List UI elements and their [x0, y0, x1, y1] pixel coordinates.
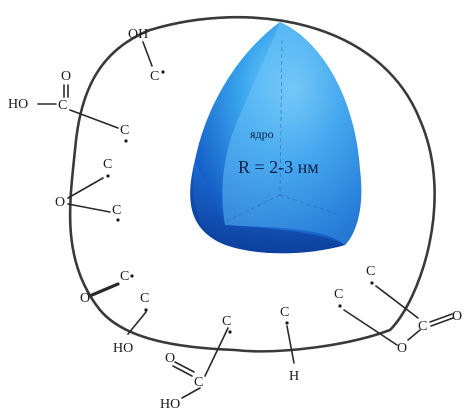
bond-oh-c-top [142, 41, 153, 67]
c-ch-label: C [280, 305, 289, 320]
c-top-label: C [150, 69, 159, 84]
radical-dot [228, 330, 232, 334]
c-left1-label: C [120, 123, 129, 138]
bond-c-h [286, 325, 295, 364]
o-right-ether-label: O [397, 341, 407, 356]
ho-bottom-left-label: HO [113, 341, 133, 356]
c-right2-label: C [334, 287, 343, 302]
radical-dot [285, 321, 289, 325]
radical-dot [106, 174, 110, 178]
bond-c-o-right-a [429, 313, 453, 323]
o-bottom-carboxyl-label: O [165, 351, 175, 366]
bond-c-c-right [375, 285, 419, 319]
ho-carboxyl-label: HO [8, 97, 28, 112]
radical-dot [130, 274, 134, 278]
core-radius-label: R = 2-3 нм [238, 157, 319, 177]
c-carboxyl-label: C [58, 98, 67, 113]
core-octant: ядро R = 2-3 нм [190, 22, 362, 254]
bond-c-o-ketone [90, 282, 120, 297]
c-epoxy2-label: C [112, 203, 121, 218]
o-right-carbonyl-label: O [452, 309, 462, 324]
c-bottom-carboxyl-label: C [194, 375, 203, 390]
o-ketone-label: O [80, 291, 90, 306]
radical-dot [124, 139, 128, 143]
core-label: ядро [250, 127, 274, 141]
particle-shell [68, 15, 436, 353]
bond-c-o-bottom-b [172, 365, 193, 377]
bond-c-o-ether-right [407, 329, 421, 341]
c-right1-label: C [366, 264, 375, 279]
c-ketone-label: C [120, 269, 129, 284]
bond-o-c-right2 [343, 309, 398, 346]
bond-c-oh-bottom [181, 387, 201, 399]
bond-o-c-epoxy1 [67, 177, 104, 199]
bond-c-o-bottom-a [174, 361, 195, 373]
bond-c-c-carboxyl [69, 109, 119, 129]
radical-dot [161, 70, 165, 74]
radical-dot [370, 281, 374, 285]
bond-c-o-right-b [430, 317, 454, 327]
o-epoxy-label: O [55, 195, 65, 210]
bond-o-c-epoxy2 [67, 203, 111, 213]
c-epoxy1-label: C [103, 157, 112, 172]
c-hydroxyl-label: C [140, 291, 149, 306]
h-bottom-label: H [289, 369, 299, 384]
radical-dot [338, 304, 342, 308]
o-carboxyl-label: O [61, 69, 71, 84]
c-bottom-mid-label: C [222, 314, 231, 329]
radical-dot [144, 308, 148, 312]
ho-bottom-label: HO [160, 397, 180, 412]
bond-c-oh [127, 311, 147, 335]
c-right-carbonyl-label: C [418, 319, 427, 334]
bond-c-c-bottom [204, 327, 229, 377]
radical-dot [116, 218, 120, 222]
oh-top-label: OH [128, 27, 148, 42]
